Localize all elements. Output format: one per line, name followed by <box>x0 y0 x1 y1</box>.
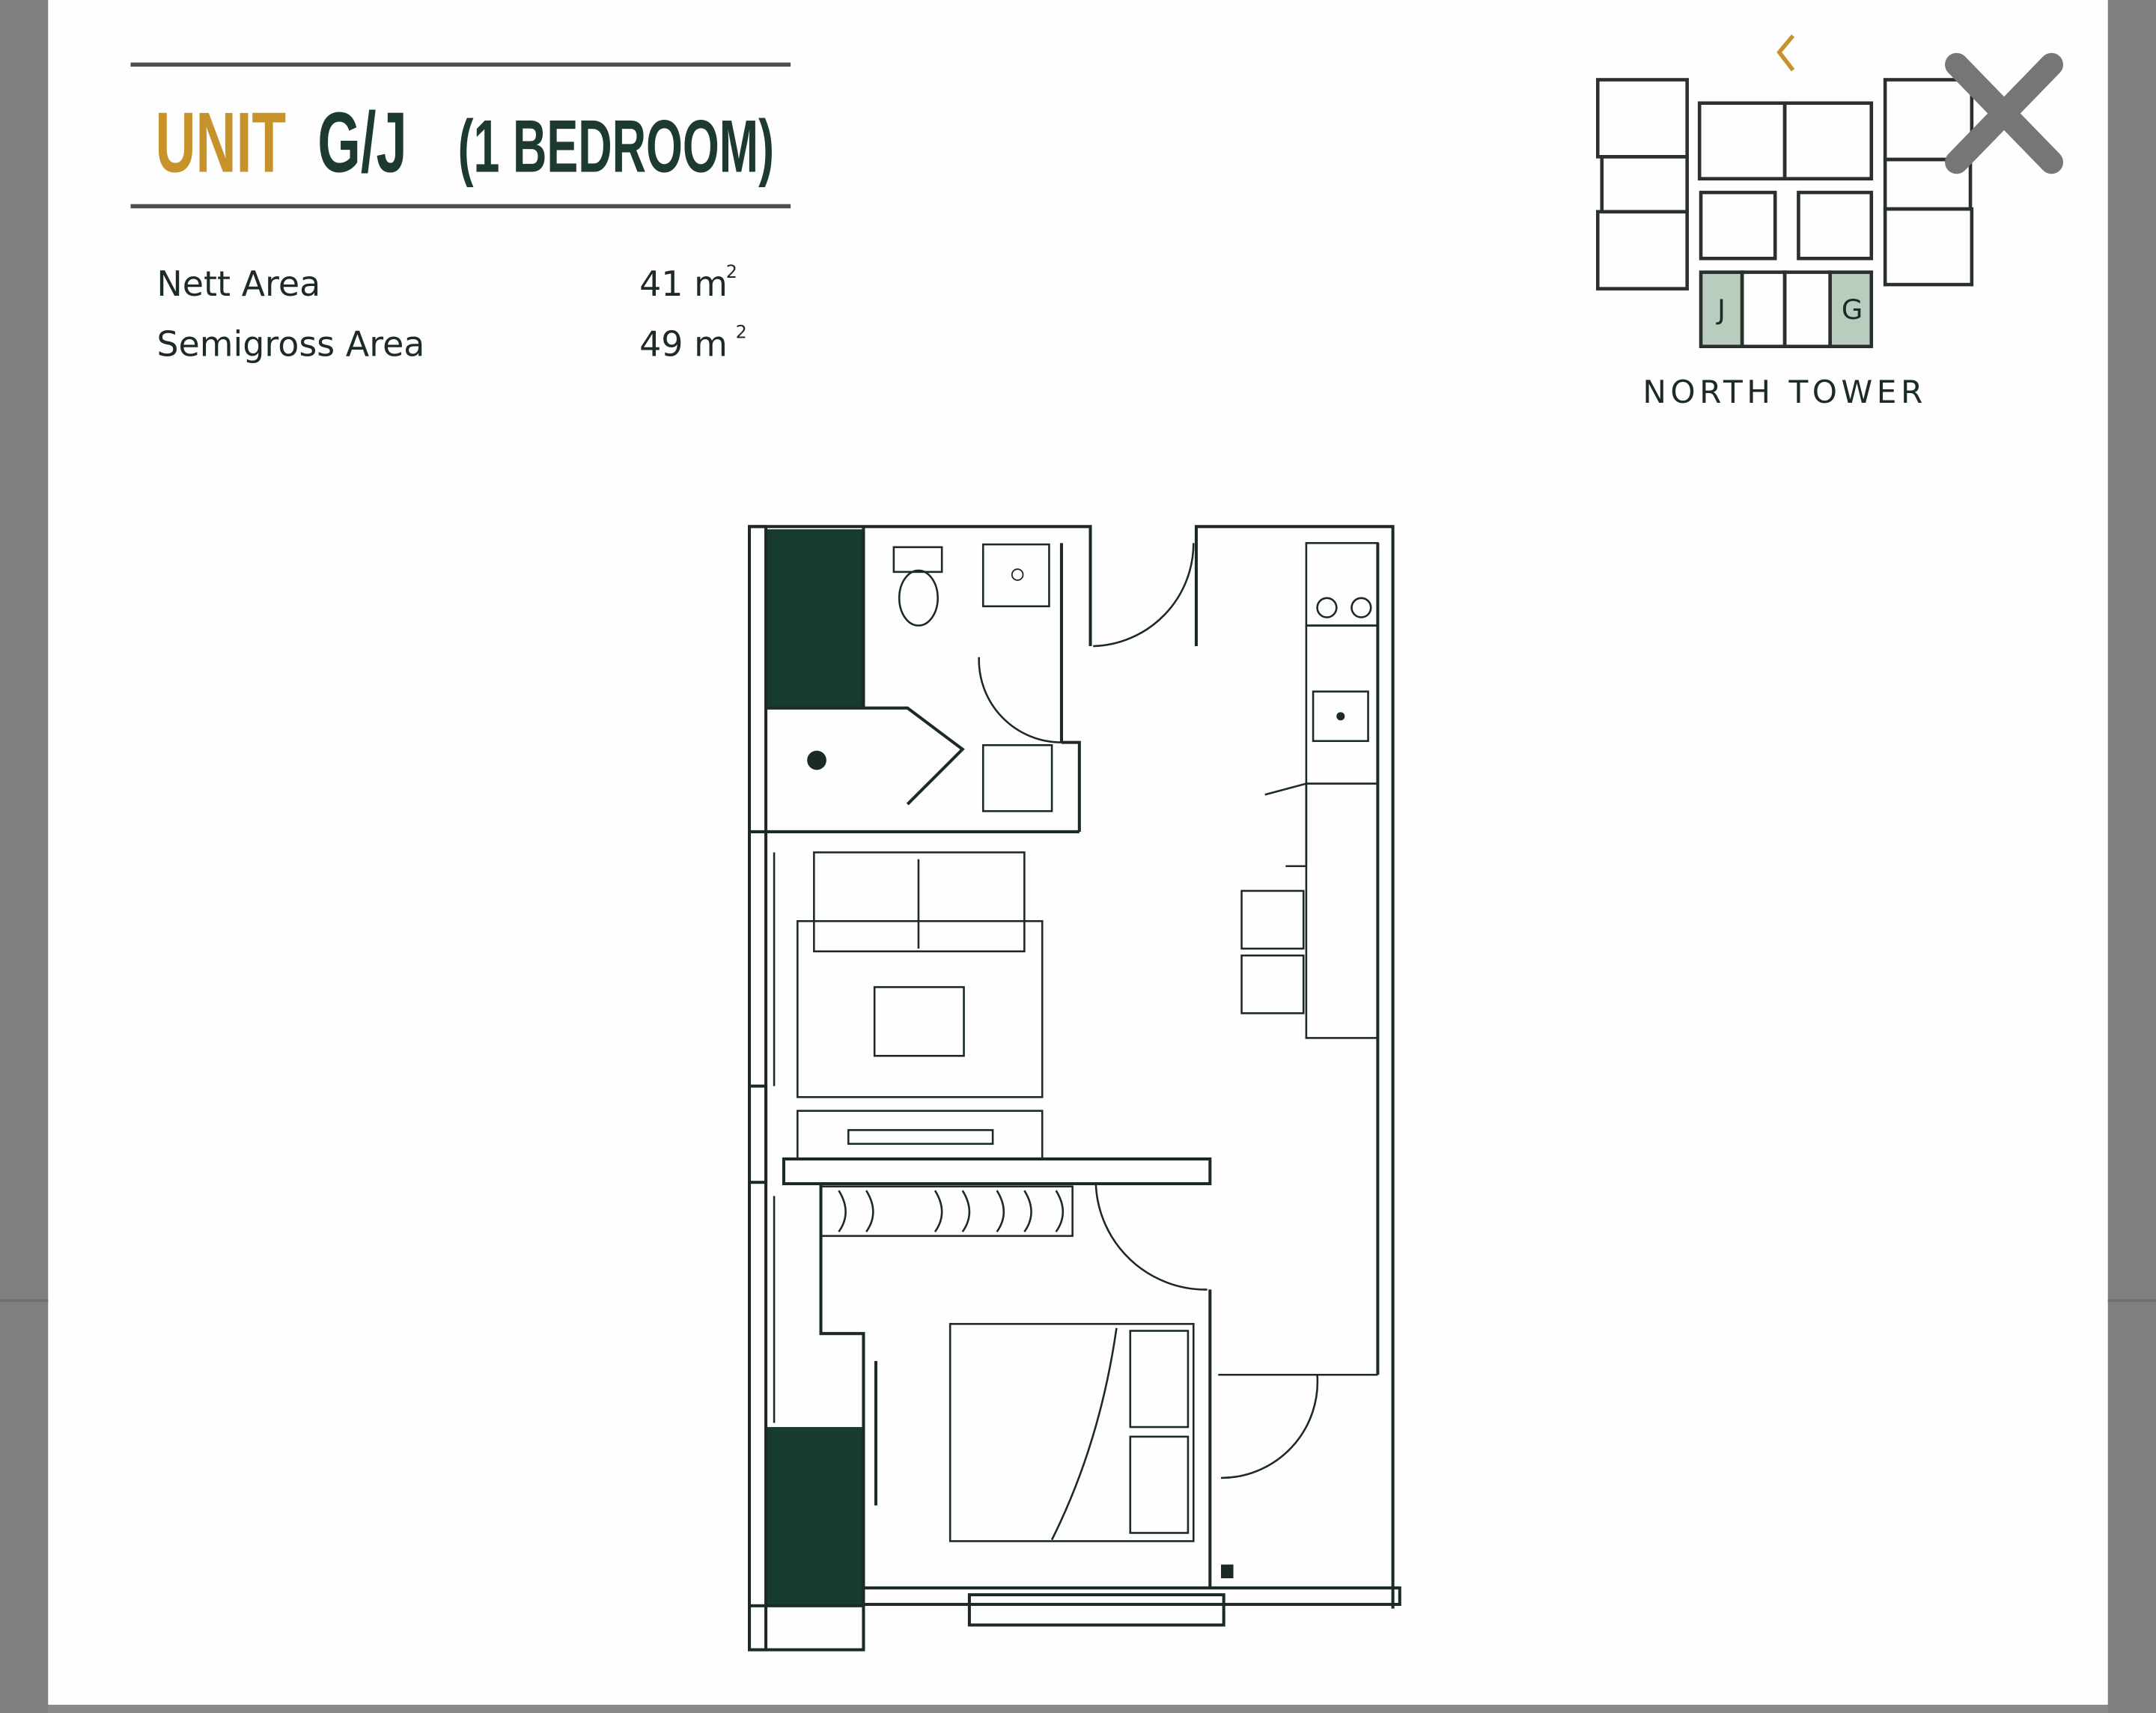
key-plan-label-j: J <box>1716 293 1726 326</box>
unit-type: (1 BEDROOM) <box>458 106 774 189</box>
structural-column-top <box>766 529 864 708</box>
nett-area-label: Nett Area <box>156 264 320 304</box>
key-plan-unit-g <box>1828 270 1874 349</box>
chevron-left-icon[interactable] <box>1776 34 1795 72</box>
nett-area-value: 41 m <box>639 264 728 304</box>
unit-floor-plan <box>748 525 1401 1652</box>
semigross-area-value: 49 m <box>639 324 728 365</box>
structural-column-bottom <box>766 1427 864 1606</box>
key-plan <box>1595 78 1974 349</box>
image-panel <box>48 0 2108 1705</box>
semigross-area-unit-sup: 2 <box>736 322 747 343</box>
close-icon[interactable] <box>1945 52 2064 174</box>
nett-area-unit-sup: 2 <box>726 261 737 282</box>
unit-code: G/J <box>317 96 406 191</box>
unit-label: UNIT <box>156 96 286 191</box>
key-plan-label-g: G <box>1842 293 1863 326</box>
tower-name: NORTH TOWER <box>1642 374 1926 410</box>
semigross-area-label: Semigross Area <box>156 324 424 365</box>
